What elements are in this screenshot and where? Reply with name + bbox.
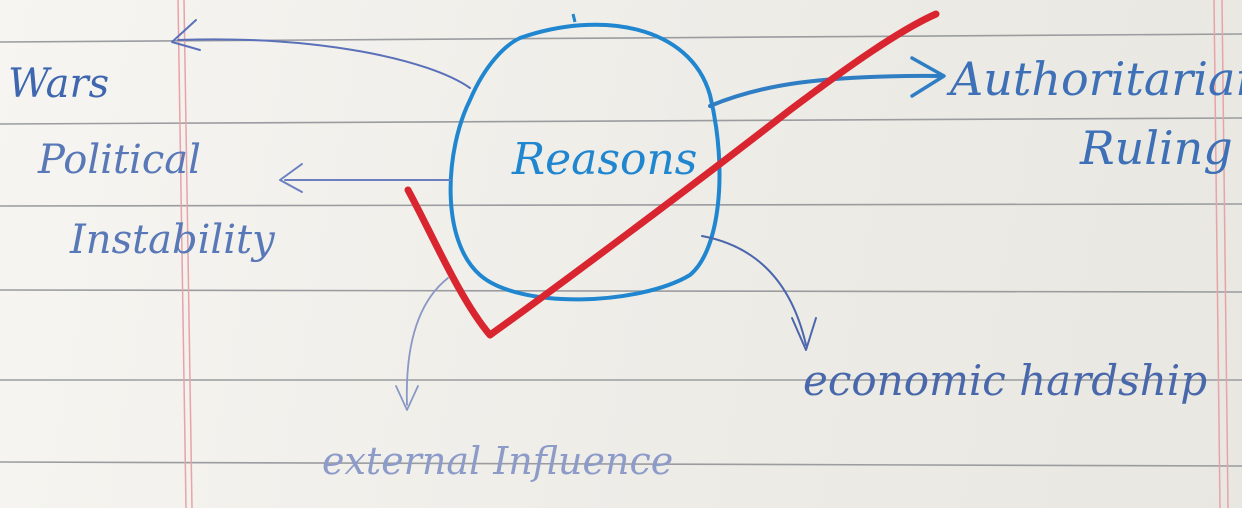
arrowhead-authoritarian: [910, 56, 946, 98]
arrow-to-economic: [701, 235, 807, 346]
branch-label-political: Political: [38, 137, 201, 183]
margin-line-left: [177, 0, 187, 508]
arrow-to-authoritarian: [708, 73, 942, 108]
center-circle: [448, 22, 722, 302]
margin-line-right-inner: [1221, 0, 1229, 508]
arrow-to-external: [405, 277, 449, 406]
ruled-line: [0, 117, 1242, 125]
ruled-line: [0, 289, 1242, 293]
branch-label-authoritarian: Authoritarian: [950, 52, 1242, 106]
arrowhead-political: [279, 163, 303, 193]
center-label: Reasons: [512, 134, 698, 185]
center-tick: [571, 13, 577, 23]
margin-lines: [177, 0, 1229, 508]
ruled-lines: [0, 33, 1242, 467]
ruled-line: [0, 461, 1242, 467]
branch-label-ruling: Ruling: [1080, 121, 1233, 175]
margin-line-right: [1213, 0, 1221, 508]
branch-label-wars: Wars: [8, 61, 110, 107]
arrowhead-wars: [171, 19, 201, 51]
branch-label-external: external Influence: [322, 439, 674, 483]
arrowhead-external: [395, 385, 419, 411]
branch-label-instability: Instability: [70, 217, 275, 263]
branch-label-economic: economic hardship: [803, 356, 1208, 405]
red-check-mark: [404, 10, 940, 339]
arrow-to-wars: [177, 38, 471, 89]
arrowhead-economic: [791, 317, 817, 351]
ruled-line: [0, 203, 1242, 207]
margin-line-left-inner: [183, 0, 193, 508]
ruled-line: [0, 33, 1242, 43]
